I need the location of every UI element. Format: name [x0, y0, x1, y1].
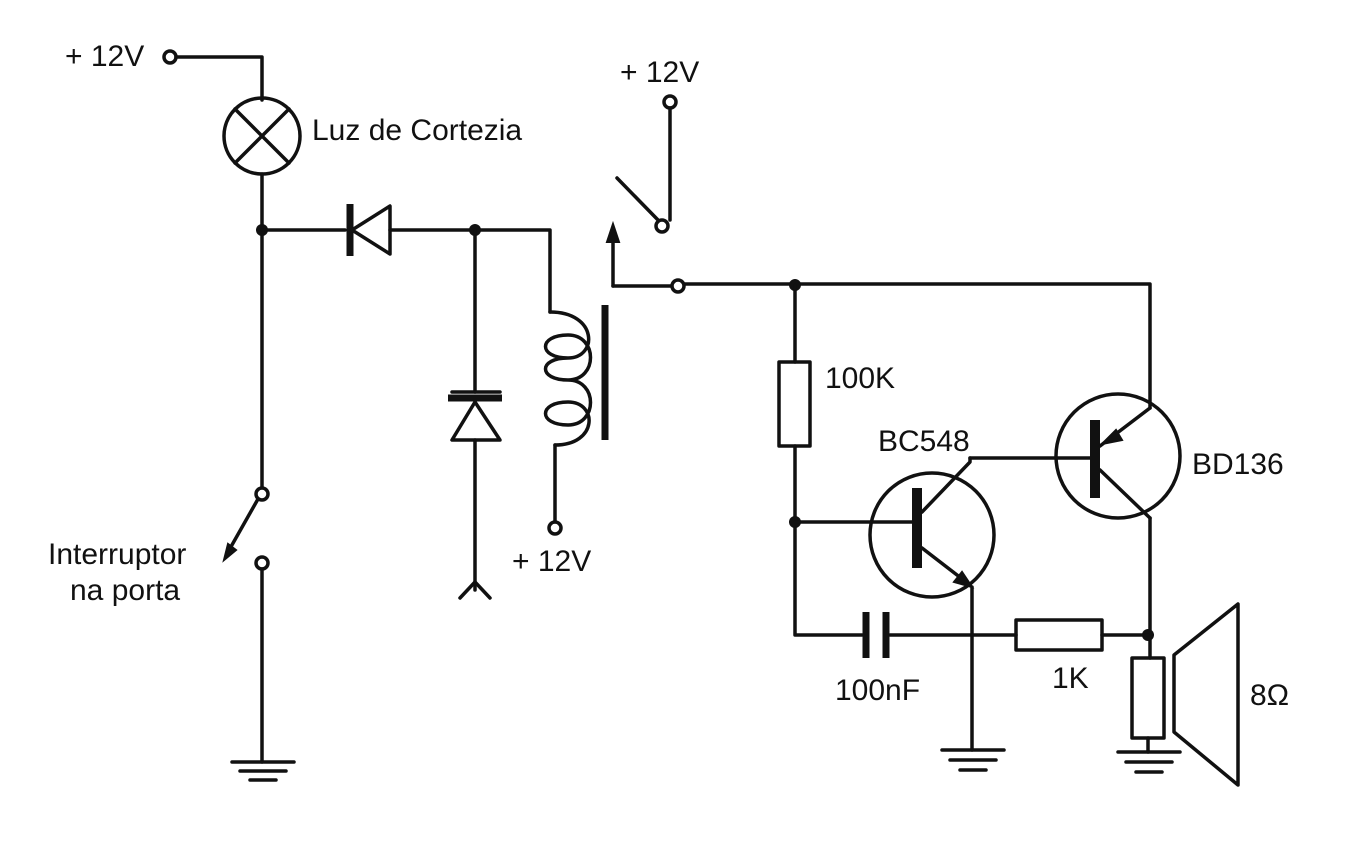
coil-supply-label: + 12V	[512, 545, 591, 578]
relay-contact-common	[670, 278, 686, 294]
wire-diode-to-coil	[388, 228, 552, 314]
relay-contact-fixed	[654, 218, 670, 234]
relay-coil-symbol	[543, 305, 609, 447]
transistor-bc548	[793, 456, 996, 599]
door-switch-label-2: na porta	[70, 574, 180, 607]
speaker-label: 8Ω	[1250, 679, 1289, 712]
bd136-label: BD136	[1192, 448, 1284, 481]
zener-diode-symbol	[448, 390, 502, 442]
resistor-100k-label: 100K	[825, 362, 895, 395]
chassis-ground-icon	[458, 580, 492, 600]
capacitor-100nf	[862, 612, 890, 658]
door-switch-label-1: Interruptor	[48, 538, 186, 571]
diode-symbol	[346, 204, 392, 256]
door-switch	[222, 486, 270, 571]
lamp-supply-terminal	[162, 49, 178, 65]
ground-bc548-icon	[940, 748, 1006, 772]
speaker-coil	[1130, 656, 1166, 740]
relay-actuator-arrow-icon	[605, 220, 621, 288]
resistor-100k	[777, 360, 812, 448]
resistor-1k-label: 1K	[1052, 662, 1089, 695]
wire-output-rail	[682, 282, 1152, 410]
wire-100k-to-cap	[793, 444, 864, 637]
coil-supply-terminal	[547, 520, 563, 536]
lamp-label: Luz de Cortezia	[312, 114, 522, 147]
lamp-symbol	[222, 96, 302, 176]
wire-lamp-supply	[174, 55, 264, 102]
capacitor-label: 100nF	[835, 674, 920, 707]
transistor-bd136	[1054, 392, 1182, 520]
contact-supply-terminal	[662, 94, 678, 110]
bc548-label: BC548	[878, 425, 970, 458]
speaker-cone-icon	[1172, 602, 1240, 787]
contact-supply-label: + 12V	[620, 56, 699, 89]
lamp-supply-label: + 12V	[65, 40, 144, 73]
relay-contact-arm	[615, 176, 660, 222]
resistor-1k	[1014, 618, 1104, 652]
ground-speaker-icon	[1116, 750, 1182, 774]
ground-left-icon	[230, 760, 296, 782]
